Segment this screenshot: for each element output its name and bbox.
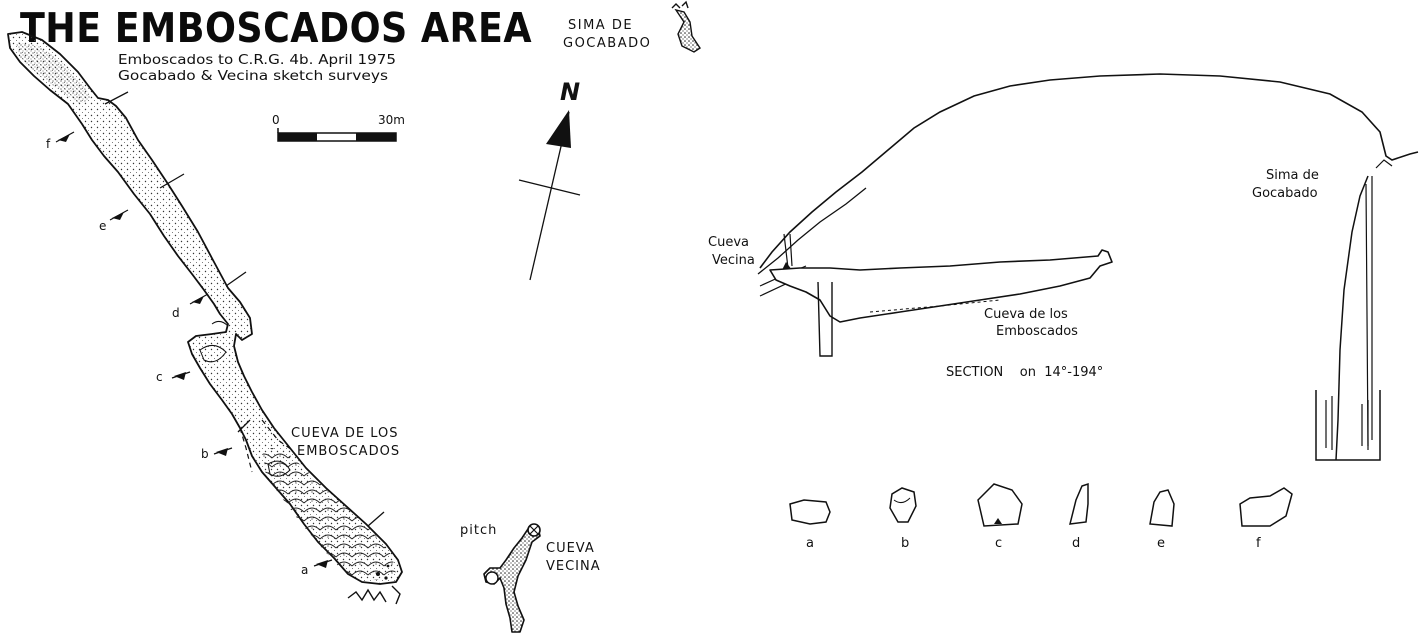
cross-section-e: e [1149, 489, 1175, 551]
section-marker-b: b [201, 447, 233, 461]
cross-section-label-b: b [901, 536, 909, 551]
scale-bar-start-label: 0 [272, 113, 280, 127]
cross-section-a: a [789, 499, 831, 551]
survey-credit-line-1: Emboscados to C.R.G. 4b. April 1975 [118, 53, 396, 68]
long-section: Cueva Vecina Cueva de los Emboscados Sim… [708, 73, 1419, 461]
section-marker-label-f: f [46, 137, 51, 151]
sima-gocabado-plan-label-1: SIMA DE [568, 18, 633, 33]
emboscados-section-label-1: Cueva de los [984, 307, 1068, 322]
cueva-vecina-plan: pitch CUEVA VECINA [460, 523, 601, 633]
cross-section-label-a: a [806, 536, 814, 551]
section-marker-c: c [156, 370, 191, 384]
section-marker-label-a: a [301, 563, 308, 577]
section-marker-e: e [99, 209, 129, 233]
section-marker-f: f [46, 131, 75, 151]
sima-gocabado-section-label-2: Gocabado [1252, 186, 1318, 201]
scale-bar: 0 30m [272, 113, 405, 142]
section-marker-d: d [172, 293, 209, 320]
cueva-vecina-plan-label-2: VECINA [546, 559, 601, 574]
sima-gocabado-plan: SIMA DE GOCABADO [563, 0, 701, 53]
sima-gocabado-section-label-1: Sima de [1266, 168, 1319, 183]
cross-section-b: b [889, 487, 917, 551]
emboscados-section-label-2: Emboscados [996, 324, 1078, 339]
survey-credit-line-2: Gocabado & Vecina sketch surveys [118, 69, 388, 84]
cross-section-c: c [977, 483, 1023, 551]
cueva-vecina-plan-label-1: CUEVA [546, 541, 595, 556]
section-marker-label-c: c [156, 370, 163, 384]
cross-section-label-e: e [1157, 536, 1165, 551]
emboscados-plan: f e d c b a CUEVA DE LOS EMBOSCADOS [7, 31, 403, 605]
north-arrow: N [518, 78, 581, 281]
section-marker-label-d: d [172, 306, 180, 320]
cross-sections: a b c d e f [789, 482, 1293, 551]
section-marker-label-b: b [201, 447, 209, 461]
cross-section-f: f [1239, 487, 1293, 551]
pitch-label: pitch [460, 523, 497, 538]
sima-gocabado-plan-label-2: GOCABADO [563, 36, 651, 51]
cueva-vecina-section-label-1: Cueva [708, 235, 749, 250]
cross-section-label-f: f [1256, 536, 1261, 551]
emboscados-plan-label-2: EMBOSCADOS [297, 444, 400, 459]
scale-bar-end-label: 30m [378, 113, 405, 127]
section-caption: SECTION on 14°-194° [946, 365, 1103, 380]
emboscados-plan-label-1: CUEVA DE LOS [291, 426, 399, 441]
north-label: N [560, 78, 580, 106]
cueva-vecina-section-label-2: Vecina [712, 253, 755, 268]
map-title: THE EMBOSCADOS AREA [20, 4, 532, 52]
section-marker-a: a [301, 559, 333, 577]
cross-section-label-c: c [995, 536, 1002, 551]
cross-section-d: d [1069, 482, 1089, 551]
cross-section-label-d: d [1072, 536, 1080, 551]
section-marker-label-e: e [99, 219, 106, 233]
